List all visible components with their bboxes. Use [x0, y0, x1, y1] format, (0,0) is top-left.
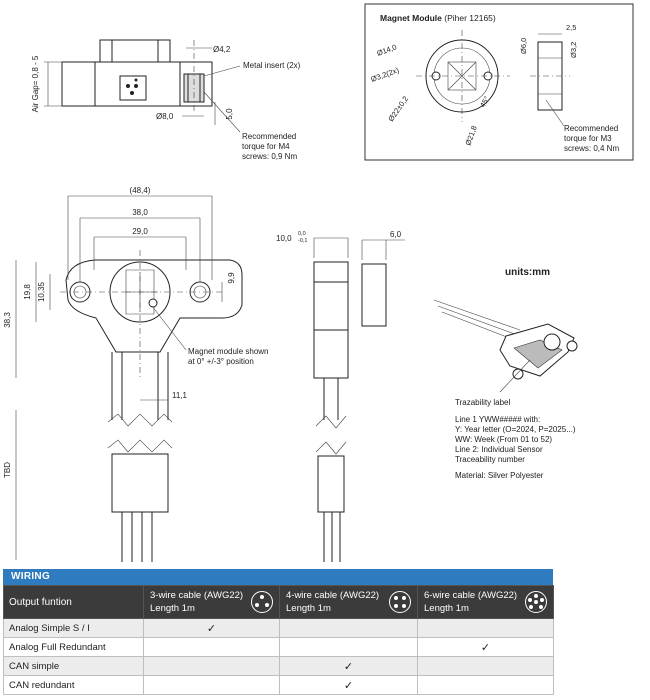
table-row: Analog Simple S / I ✓ [3, 618, 554, 638]
wiring-title: WIRING [3, 569, 553, 585]
table-row: CAN redundant ✓ [3, 675, 554, 695]
iso-view: units:mm Trazability label Line 1 YWW###… [433, 267, 578, 480]
check-cell [417, 656, 554, 676]
check-cell [279, 618, 418, 638]
top-view: Air Gap= 0,8 - 5 Ø4,2 Ø8,0 5,0 Metal ins… [31, 39, 301, 161]
torque-m3-line1: Recommended [564, 124, 618, 133]
check-cell: ✓ [143, 618, 280, 638]
side-view: 10,0 0,0 -0,1 6,0 [276, 230, 405, 562]
check-cell [143, 675, 280, 695]
dim-8-0: Ø8,0 [156, 112, 174, 121]
header-3-wire-length: Length 1m [150, 603, 195, 614]
torque-m3-line3: screws: 0,4 Nm [564, 144, 619, 153]
tol-up: 0,0 [298, 231, 306, 237]
mm-dim-6-0: Ø6,0 [519, 38, 528, 54]
dim-10-35: 10,35 [37, 281, 46, 302]
trace-line5: Traceability number [455, 455, 525, 464]
torque-m4-line3: screws: 0,9 Nm [242, 152, 297, 161]
table-row: CAN simple ✓ [3, 656, 554, 676]
row-label: Analog Simple S / I [3, 618, 144, 638]
check-cell: ✓ [279, 656, 418, 676]
header-4-wire: 4-wire cable (AWG22) Length 1m [279, 585, 418, 619]
wiring-table: WIRING Output funtion 3-wire cable (AWG2… [3, 569, 554, 700]
magnet-shown-line2: at 0° +/-3° position [188, 357, 254, 366]
cable-4-wire-icon [389, 591, 411, 613]
torque-m4-line2: torque for M4 [242, 142, 290, 151]
check-cell [143, 656, 280, 676]
check-cell: ✓ [417, 637, 554, 657]
header-6-wire: 6-wire cable (AWG22) Length 1m [417, 585, 554, 619]
wiring-grid: Output funtion 3-wire cable (AWG22) Lengt… [3, 585, 554, 695]
dim-19-8: 19,8 [23, 284, 32, 300]
header-6-wire-length: Length 1m [424, 603, 469, 614]
row-label: CAN redundant [3, 675, 144, 695]
header-output-function: Output funtion [3, 585, 144, 619]
metal-insert-label: Metal insert (2x) [243, 61, 301, 70]
technical-drawing: Air Gap= 0,8 - 5 Ø4,2 Ø8,0 5,0 Metal ins… [3, 3, 634, 562]
header-4-wire-length: Length 1m [286, 603, 331, 614]
header-4-wire-type: 4-wire cable (AWG22) [286, 590, 380, 601]
trace-line3: WW: Week (From 01 to 52) [455, 435, 552, 444]
header-3-wire: 3-wire cable (AWG22) Length 1m [143, 585, 280, 619]
trace-line1: Line 1 YWW##### with: [455, 415, 540, 424]
dim-48-4: (48,4) [130, 186, 151, 195]
check-cell [279, 637, 418, 657]
front-view: (48,4) 38,0 29,0 9,9 19,8 10,35 38,3 TBD… [3, 186, 269, 562]
dim-tbd: TBD [3, 462, 12, 478]
dim-10-0: 10,0 [276, 234, 292, 243]
dim-4-2: Ø4,2 [213, 45, 231, 54]
check-cell: ✓ [279, 675, 418, 695]
dim-38-0: 38,0 [132, 208, 148, 217]
dim-6-0: 6,0 [390, 230, 402, 239]
magnet-shown-line1: Magnet module shown [188, 347, 269, 356]
dim-38-3: 38,3 [3, 312, 12, 328]
magnet-module-subtitle: (Piher 12165) [444, 13, 496, 23]
header-3-wire-type: 3-wire cable (AWG22) [150, 590, 244, 601]
dim-29-0: 29,0 [132, 227, 148, 236]
magnet-module-title: Magnet Module [380, 13, 442, 23]
torque-m4-line1: Recommended [242, 132, 296, 141]
header-6-wire-type: 6-wire cable (AWG22) [424, 590, 518, 601]
units-label: units:mm [505, 267, 550, 278]
trace-line2: Y: Year letter (O=2024, P=2025...) [455, 425, 576, 434]
cable-3-wire-icon [251, 591, 273, 613]
torque-m3-line2: torque for M3 [564, 134, 612, 143]
row-label: CAN simple [3, 656, 144, 676]
trace-label: Trazability label [455, 398, 511, 407]
trace-material: Material: Silver Polyester [455, 471, 544, 480]
svg-text:Magnet Module (Piher 121: Magnet Module (Piher 12165) [380, 13, 496, 23]
check-cell [417, 675, 554, 695]
dim-9-9: 9,9 [227, 272, 236, 284]
tol-down: -0,1 [298, 238, 307, 244]
dim-5-0: 5,0 [225, 108, 234, 120]
check-cell [417, 618, 554, 638]
mm-dim-2-5: 2,5 [566, 23, 576, 32]
check-cell [143, 637, 280, 657]
mm-dim-3-2: Ø3,2 [569, 42, 578, 58]
magnet-module-box: Magnet Module (Piher 12165) Ø14,0 Ø3,2(2… [364, 3, 634, 161]
air-gap-label: Air Gap= 0,8 - 5 [31, 55, 40, 112]
trace-line4: Line 2: Individual Sensor [455, 445, 543, 454]
row-label: Analog Full Redundant [3, 637, 144, 657]
wiring-header-row: Output funtion 3-wire cable (AWG22) Lengt… [3, 585, 554, 619]
table-row: Analog Full Redundant ✓ [3, 637, 554, 657]
cable-6-wire-icon [525, 591, 547, 613]
dim-11-1: 11,1 [172, 391, 188, 400]
